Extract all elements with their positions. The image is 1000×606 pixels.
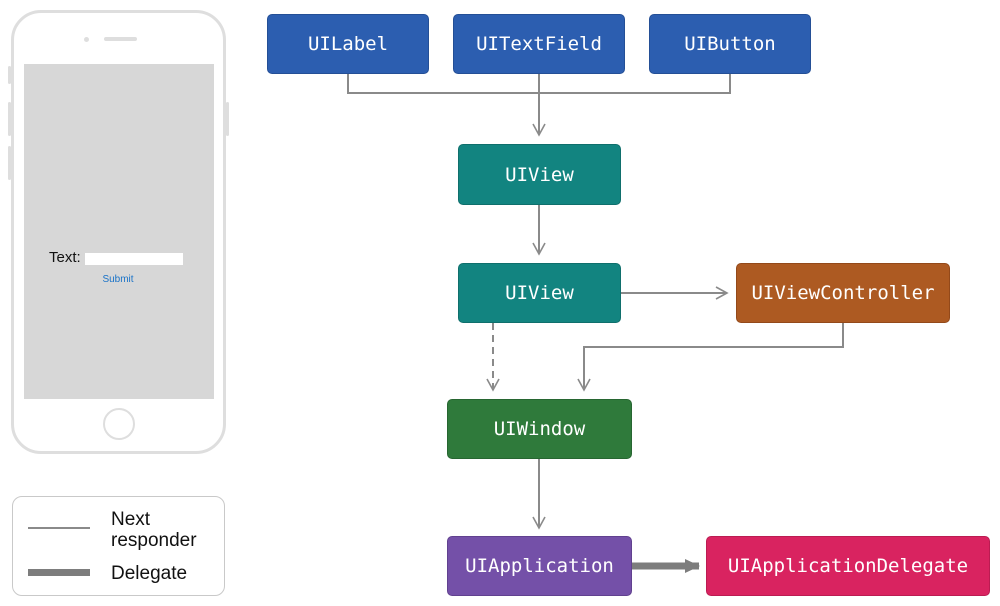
node-uibutton: UIButton <box>649 14 811 74</box>
node-uilabel: UILabel <box>267 14 429 74</box>
node-uiview-top: UIView <box>458 144 621 205</box>
text-field[interactable] <box>85 253 183 265</box>
legend-delegate-label: Delegate <box>111 563 188 584</box>
node-uitextfield: UITextField <box>453 14 625 74</box>
phone-volume-down-button <box>8 146 11 180</box>
node-uiapplicationdelegate: UIApplicationDelegate <box>706 536 990 596</box>
phone-speaker <box>104 37 137 41</box>
home-button[interactable] <box>103 408 135 440</box>
text-label: Text: <box>49 249 81 266</box>
legend <box>12 496 225 596</box>
phone-camera <box>84 37 89 42</box>
submit-button[interactable]: Submit <box>95 274 141 285</box>
legend-next-responder-label: Next responder <box>111 509 197 551</box>
phone-power-button <box>226 102 229 136</box>
legend-next-responder-line2: responder <box>111 530 197 551</box>
edge-uilabel-to-uiview <box>347 74 539 94</box>
node-uiapplication: UIApplication <box>447 536 632 596</box>
legend-next-responder-line <box>28 527 90 529</box>
legend-next-responder-line1: Next <box>111 509 151 530</box>
phone-volume-up-button <box>8 102 11 136</box>
legend-delegate-line <box>28 569 90 576</box>
node-uiview-bottom: UIView <box>458 263 621 323</box>
phone-side-button <box>8 66 11 84</box>
node-uiwindow: UIWindow <box>447 399 632 459</box>
edge-uibutton-to-uiview <box>539 74 731 94</box>
node-uiviewcontroller: UIViewController <box>736 263 950 323</box>
edge-uiviewcontroller-to-uiwindow <box>577 323 844 392</box>
phone-screen <box>24 64 214 399</box>
